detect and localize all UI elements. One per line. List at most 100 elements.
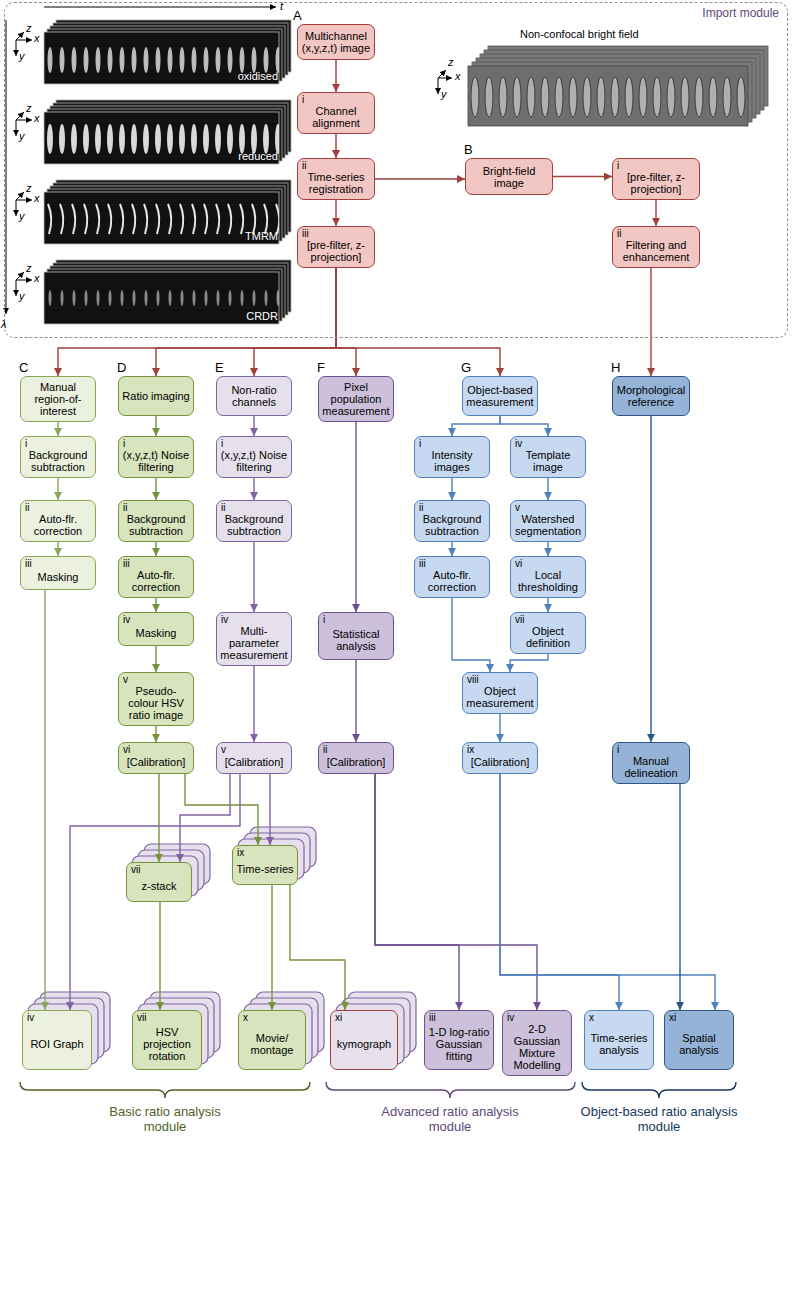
box-text: [pre-filter, z-projection]	[301, 239, 371, 263]
step-numeral: viii	[467, 674, 479, 685]
box-text: (x,y,z,t) Noise filtering	[220, 449, 288, 473]
axis-line	[438, 78, 439, 94]
process-box: iiTime-series registration	[297, 158, 375, 200]
axis-label: x	[455, 70, 461, 83]
process-box: iIntensity images	[414, 436, 490, 478]
process-box: viiiObject measurement	[462, 672, 538, 714]
box-text: Time-series registration	[301, 171, 371, 195]
box-text: Object-based measurement	[466, 384, 534, 408]
process-box: iiBackground subtraction	[118, 500, 194, 542]
step-numeral: i	[25, 438, 27, 449]
panel-letter: D	[117, 360, 126, 375]
image-stack	[44, 100, 291, 164]
box-text: Auto-flr. correction	[418, 569, 486, 593]
process-box: vPseudo-colour HSV ratio image	[118, 672, 194, 726]
connector	[269, 774, 270, 845]
process-box: vWatershed segmentation	[510, 500, 586, 542]
axis-label: z	[26, 22, 32, 35]
panel-letter: C	[19, 360, 28, 375]
cell-image	[44, 112, 279, 164]
box-text: Manual delineation	[616, 755, 686, 779]
cell-image	[44, 32, 279, 84]
step-numeral: v	[221, 744, 226, 755]
axis-line	[16, 280, 32, 281]
image-stack	[44, 20, 291, 84]
box-text: Movie/ montage	[242, 1032, 302, 1056]
cell-image	[44, 192, 279, 244]
process-box: iii[pre-filter, z-projection]	[297, 226, 375, 268]
process-box: ENon-ratio channels	[216, 376, 292, 416]
connector	[156, 268, 336, 376]
step-numeral: ii	[323, 744, 327, 755]
box-text: Pixel population measurement	[322, 381, 390, 417]
axis-label: x	[34, 32, 40, 45]
connector	[499, 714, 500, 742]
axis-label: z	[26, 182, 32, 195]
connector	[500, 416, 548, 436]
step-numeral: ii	[302, 160, 306, 171]
box-text: Morphological reference	[616, 384, 686, 408]
step-numeral: iv	[515, 438, 522, 449]
stack-front	[468, 66, 748, 126]
connector	[155, 646, 156, 672]
box-text: Background subtraction	[24, 449, 92, 473]
axis-label: x	[34, 112, 40, 125]
box-text: Multi-parameter measurement	[220, 625, 288, 661]
step-numeral: x	[243, 1012, 248, 1023]
process-box: viLocal thresholding	[510, 556, 586, 598]
step-numeral: i	[617, 160, 619, 171]
connector	[336, 268, 500, 376]
axis-line	[16, 112, 24, 120]
process-box: ivMulti-parameter measurement	[216, 612, 292, 666]
box-text: Background subtraction	[122, 513, 190, 537]
connector	[57, 478, 58, 500]
module-label: Object-based ratio analysis module	[571, 1104, 747, 1134]
connector	[510, 654, 548, 672]
step-numeral: i	[302, 94, 304, 105]
box-text: [Calibration]	[322, 756, 390, 768]
box-text: Object definition	[514, 625, 582, 649]
box-text: Ratio imaging	[122, 390, 190, 402]
step-numeral: v	[515, 502, 520, 513]
connector	[253, 542, 254, 612]
box-text: Bright-field image	[469, 165, 549, 189]
process-box: i[pre-filter, z-projection]	[612, 158, 700, 200]
axis-line	[438, 78, 452, 79]
connector	[155, 478, 156, 500]
box-text: [Calibration]	[466, 756, 534, 768]
connector	[253, 666, 254, 742]
panel-letter: B	[464, 142, 473, 157]
step-numeral: iv	[507, 1012, 514, 1023]
image-label: Non-confocal bright field	[520, 28, 639, 41]
process-box: ii[Calibration]	[318, 742, 394, 774]
box-text: Watershed segmentation	[514, 513, 582, 537]
step-numeral: iii	[123, 558, 130, 569]
step-numeral: ii	[25, 502, 29, 513]
axis-label: y	[441, 88, 447, 101]
stack-front	[44, 112, 279, 164]
connector	[155, 598, 156, 612]
box-text: (x,y,z,t) Noise filtering	[122, 449, 190, 473]
process-box: FPixel population measurement	[318, 376, 394, 422]
process-box: iStatistical analysis	[318, 612, 394, 660]
stacked-output-box: viiz-stack	[126, 862, 192, 902]
box-text: HSV projection rotation	[136, 1026, 198, 1062]
process-box: BBright-field image	[465, 158, 553, 195]
time-axis	[44, 7, 276, 8]
module-brace	[20, 1082, 310, 1098]
step-numeral: iii	[429, 1012, 436, 1023]
connector	[655, 200, 656, 226]
step-numeral: vi	[123, 744, 130, 755]
panel-letter: A	[293, 8, 302, 23]
process-box: ivMasking	[118, 612, 194, 646]
axis-label: y	[19, 130, 25, 143]
box-text: Local thresholding	[514, 569, 582, 593]
connector	[547, 478, 548, 500]
step-numeral: x	[589, 1012, 594, 1023]
process-box: DRatio imaging	[118, 376, 194, 416]
step-numeral: ii	[221, 502, 225, 513]
process-box: xiSpatial analysis	[664, 1010, 734, 1070]
step-numeral: ix	[237, 847, 244, 858]
box-text: Intensity images	[418, 449, 486, 473]
axis-label: λ	[1, 318, 6, 331]
